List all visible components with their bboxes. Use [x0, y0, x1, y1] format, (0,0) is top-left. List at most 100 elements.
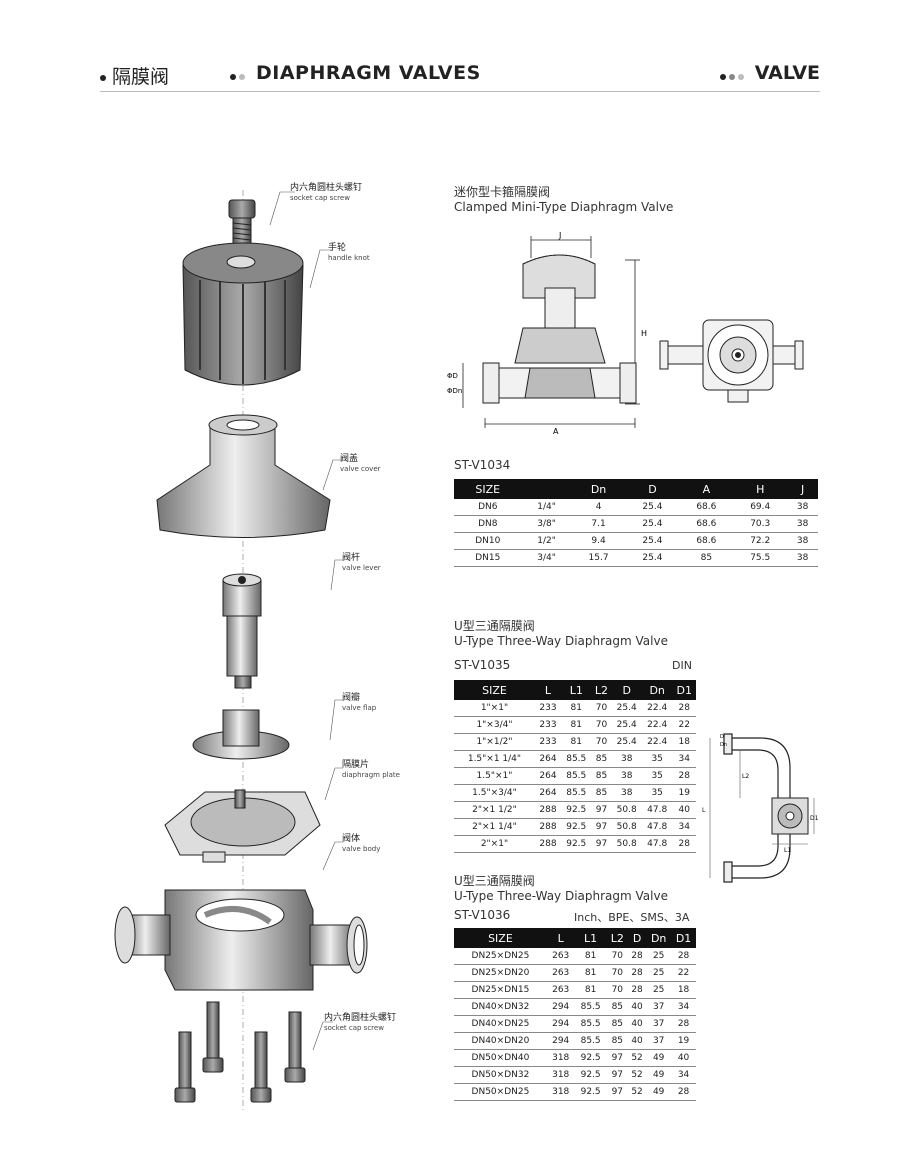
table-cell: 38	[611, 767, 642, 785]
table-cell: 97	[591, 818, 612, 836]
table-cell: 97	[606, 1083, 628, 1101]
table-cell: 35	[641, 750, 673, 768]
table-cell: 52	[627, 1066, 647, 1084]
table-header-cell: J	[787, 479, 818, 499]
exploded-valve-drawing	[114, 190, 368, 1110]
table-cell: 85	[591, 750, 612, 768]
table-cell: 70	[591, 716, 612, 734]
table-cell: 25.4	[625, 499, 680, 516]
table-cell: 263	[546, 948, 575, 965]
table-header-cell: A	[679, 479, 734, 499]
table-cell: 49	[646, 1066, 672, 1084]
table-header-cell: L1	[561, 680, 592, 700]
table-cell: 233	[534, 700, 562, 717]
table-cell: 28	[671, 1083, 696, 1101]
table-cell: 81	[574, 964, 607, 982]
table-cell: 22.4	[641, 716, 673, 734]
table-cell: 69.4	[733, 499, 788, 516]
dim-label-dn-u: Dn	[720, 742, 727, 748]
table-cell: 38	[787, 549, 818, 567]
page-header: 隔膜阀 DIAPHRAGM VALVES VALVE	[100, 58, 820, 92]
table-cell: 40	[672, 801, 696, 819]
table-cell: 288	[534, 818, 562, 836]
table-cell: 85	[591, 784, 612, 802]
table-cell: 85.5	[561, 767, 592, 785]
table-cell: 3/4"	[521, 549, 572, 567]
table-cell: 1/2"	[521, 532, 572, 550]
table-cell: 85	[606, 1032, 628, 1050]
table-header-cell: L	[546, 928, 575, 948]
table-cell: 294	[546, 1015, 575, 1033]
table-cell: 37	[646, 1015, 672, 1033]
table-header-cell: L2	[591, 680, 612, 700]
table-cell: 19	[671, 1032, 696, 1050]
table-header-cell: Dn	[571, 479, 626, 499]
table-cell: 38	[787, 499, 818, 516]
table-cell: 318	[546, 1049, 575, 1067]
dim-label-dn: ΦDn	[447, 387, 462, 395]
table-cell: 294	[546, 1032, 575, 1050]
header-cn-text: 隔膜阀	[112, 66, 170, 88]
table-cell: 2"×1 1/4"	[454, 818, 535, 836]
table-cell: 97	[606, 1049, 628, 1067]
table-cell: 70	[591, 700, 612, 717]
dim-label-l1: L1	[784, 847, 791, 854]
header-en-text: DIAPHRAGM VALVES	[256, 62, 481, 84]
table-cell: 81	[561, 716, 592, 734]
table-cell: 81	[574, 981, 607, 999]
table-cell: 25.4	[611, 733, 642, 751]
table-cell: 68.6	[679, 515, 734, 533]
table-cell: 85	[591, 767, 612, 785]
table-cell: 233	[534, 716, 562, 734]
table-cell: 35	[641, 784, 673, 802]
table-cell: 85.5	[574, 1015, 607, 1033]
table-cell: 92.5	[574, 1083, 607, 1101]
table-cell: 1/4"	[521, 499, 572, 516]
table-cell: 52	[627, 1083, 647, 1101]
table-cell: 288	[534, 835, 562, 853]
table-cell: 70	[591, 733, 612, 751]
table-header-cell: SIZE	[454, 479, 522, 499]
table-cell: 38	[787, 532, 818, 550]
table-cell: 50.8	[611, 835, 642, 853]
table-cell: 70	[606, 964, 628, 982]
table-cell: 72.2	[733, 532, 788, 550]
table-header-cell: L2	[606, 928, 628, 948]
table-cell: DN8	[454, 515, 522, 533]
table-cell: 19	[672, 784, 696, 802]
section1-model: ST-V1034	[454, 458, 511, 472]
table-cell: DN25×DN20	[454, 964, 547, 982]
table-cell: DN25×DN15	[454, 981, 547, 999]
table-cell: 40	[627, 998, 647, 1016]
table-cell: 37	[646, 998, 672, 1016]
section2-note: DIN	[672, 659, 692, 672]
table-cell: 68.6	[679, 499, 734, 516]
table-cell: 81	[561, 700, 592, 717]
table-cell: 38	[611, 750, 642, 768]
table-cell: DN40×DN25	[454, 1015, 547, 1033]
dim-label-a: A	[553, 427, 559, 436]
table-cell: 97	[591, 835, 612, 853]
dim-label-d: ΦD	[447, 372, 458, 380]
table-cell: DN10	[454, 532, 522, 550]
table-header-cell: Dn	[641, 680, 673, 700]
table-cell: 22.4	[641, 733, 673, 751]
table-cell: 18	[672, 733, 696, 751]
table-cell: 25.4	[611, 700, 642, 717]
table-header-cell: D	[611, 680, 642, 700]
table-header-cell: SIZE	[454, 680, 535, 700]
